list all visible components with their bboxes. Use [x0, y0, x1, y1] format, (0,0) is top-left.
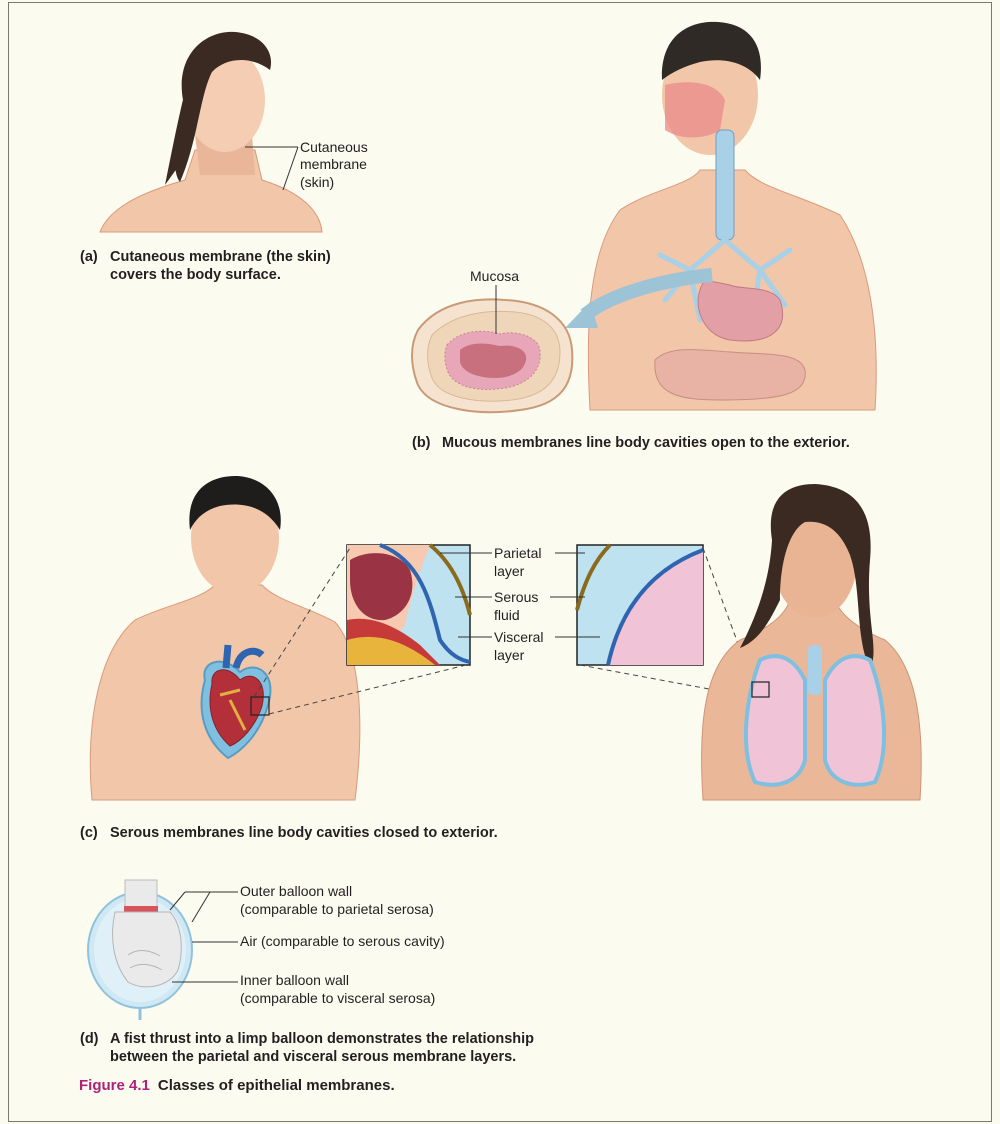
label-serous-line2: fluid: [494, 607, 520, 624]
label-mucosa: Mucosa: [470, 268, 519, 285]
label-serous-line1: Serous: [494, 589, 538, 606]
label-outer-wall-line1: Outer balloon wall: [240, 883, 352, 900]
caption-a-line2: covers the body surface.: [80, 266, 331, 284]
caption-c-letter: (c): [80, 824, 110, 842]
label-cutaneous-line1: Cutaneous: [300, 139, 368, 156]
caption-b-line1: Mucous membranes line body cavities open…: [442, 435, 850, 451]
label-cutaneous-line3: (skin): [300, 174, 334, 191]
label-visceral-line1: Visceral: [494, 629, 544, 646]
serous-inset-left: [347, 545, 470, 665]
caption-d: (d)A fist thrust into a limp balloon dem…: [80, 1030, 534, 1066]
label-outer-wall-line2: (comparable to parietal serosa): [240, 901, 434, 918]
figure-caption: Figure 4.1 Classes of epithelial membrane…: [79, 1077, 395, 1094]
caption-b: (b)Mucous membranes line body cavities o…: [412, 434, 850, 452]
fist-balloon-illustration: [88, 880, 238, 1020]
caption-d-line2: between the parietal and visceral serous…: [80, 1048, 534, 1066]
woman-lungs-illustration: [702, 484, 922, 800]
caption-b-letter: (b): [412, 434, 442, 452]
label-inner-wall-line1: Inner balloon wall: [240, 972, 349, 989]
caption-c: (c)Serous membranes line body cavities c…: [80, 824, 498, 842]
caption-c-line1: Serous membranes line body cavities clos…: [110, 825, 498, 841]
caption-a: (a)Cutaneous membrane (the skin) covers …: [80, 248, 331, 284]
caption-d-letter: (d): [80, 1030, 110, 1048]
caption-d-line1: A fist thrust into a limp balloon demons…: [110, 1031, 534, 1047]
figure-number: Figure 4.1: [79, 1077, 150, 1094]
caption-a-letter: (a): [80, 248, 110, 266]
label-parietal-line2: layer: [494, 563, 524, 580]
woman-skin-illustration: [100, 32, 322, 232]
man-mucosa-illustration: [412, 22, 876, 412]
label-air: Air (comparable to serous cavity): [240, 933, 445, 950]
label-visceral-line2: layer: [494, 647, 524, 664]
label-inner-wall-line2: (comparable to visceral serosa): [240, 990, 435, 1007]
serous-inset-right: [577, 545, 703, 665]
figure-title: Classes of epithelial membranes.: [158, 1077, 395, 1094]
caption-a-line1: Cutaneous membrane (the skin): [110, 249, 331, 265]
label-cutaneous-line2: membrane: [300, 156, 367, 173]
man-heart-illustration: [90, 476, 360, 800]
label-parietal-line1: Parietal: [494, 545, 541, 562]
